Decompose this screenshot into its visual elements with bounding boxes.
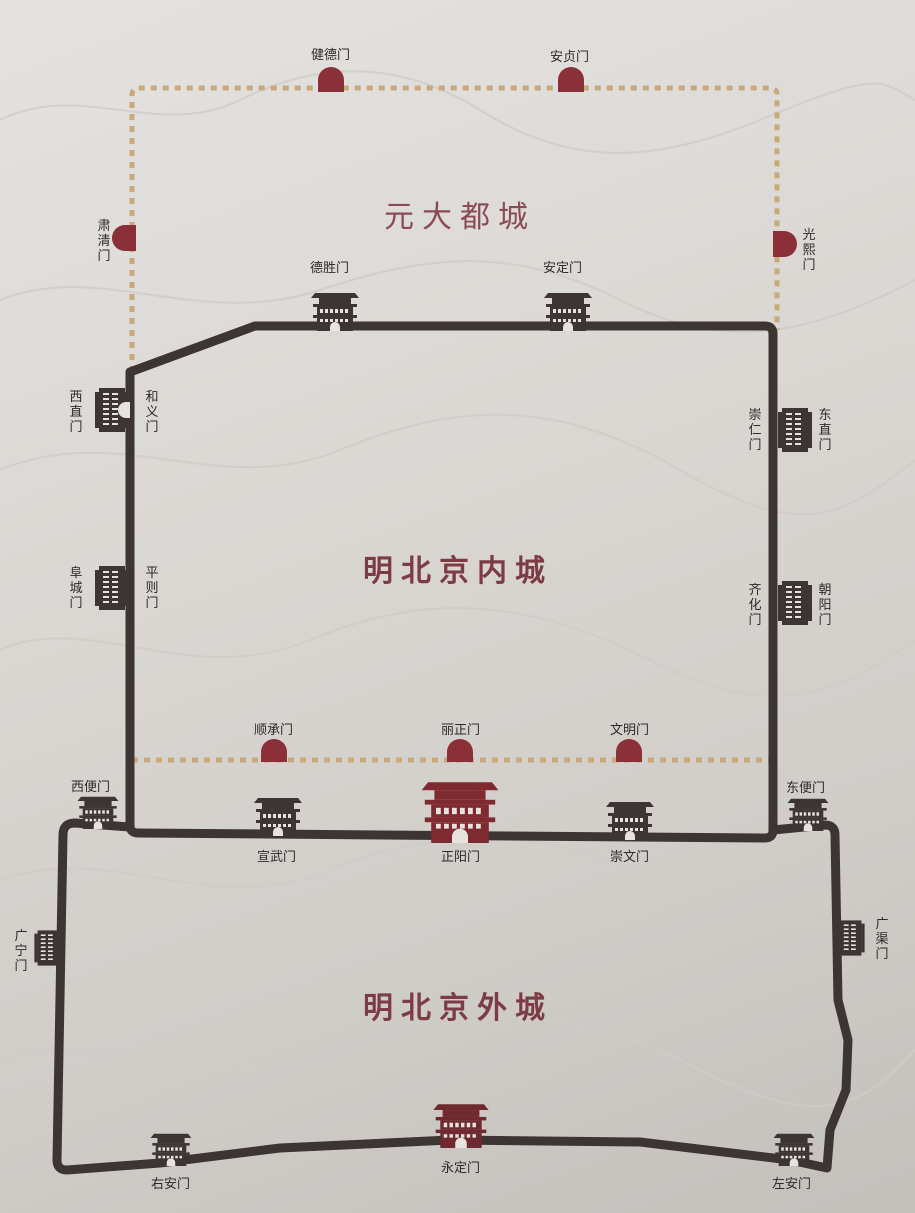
gate-shuncheng-icon	[261, 739, 287, 762]
label-anzhen-gate: 安贞门	[550, 50, 590, 65]
label-xibian-gate: 西便门	[71, 780, 111, 795]
label-xuanwu-gate: 宣武门	[257, 850, 297, 865]
gate-anding-icon	[544, 293, 592, 331]
label-guangxi-gate: 光熙门	[802, 228, 816, 273]
gate-chongwen-icon	[606, 802, 654, 840]
region-yuan-dadu: 元大都城	[384, 200, 536, 235]
region-ming-inner-city: 明北京内城	[363, 554, 553, 589]
gate-zuoan-icon	[773, 1133, 815, 1166]
gate-suqing-icon	[112, 225, 136, 251]
gate-yongding-icon	[433, 1104, 489, 1148]
label-desheng-gate: 德胜门	[310, 261, 350, 276]
label-qihua-gate: 齐化门	[748, 583, 762, 628]
outer-city-wall	[52, 818, 853, 1175]
label-dongbian-gate: 东便门	[786, 781, 826, 796]
label-wenming-gate: 文明门	[610, 723, 650, 738]
label-heyi-gate: 和义门	[145, 390, 159, 435]
label-lizheng-gate: 丽正门	[441, 723, 481, 738]
gate-youan-icon	[150, 1133, 192, 1166]
label-chongwen-gate: 崇文门	[610, 850, 650, 865]
gate-fucheng-icon	[95, 566, 129, 610]
label-yongding-gate: 永定门	[441, 1161, 481, 1176]
gate-desheng-icon	[311, 293, 359, 331]
label-guangning-gate: 广宁门	[14, 929, 28, 974]
label-zuoan-gate: 左安门	[772, 1177, 812, 1192]
label-anding-gate: 安定门	[543, 261, 583, 276]
gate-lizheng-icon	[447, 739, 473, 762]
yuan-gates	[112, 67, 797, 762]
inner-city-wall	[125, 321, 778, 843]
gate-guangning-icon	[34, 930, 62, 966]
gate-dongzhi-icon	[778, 408, 812, 452]
gate-xuanwu-icon	[254, 798, 302, 836]
label-chongren-gate: 崇仁门	[748, 408, 762, 453]
gate-wenming-icon	[616, 739, 642, 762]
label-pingze-gate: 平则门	[145, 566, 159, 611]
gate-xibian-icon	[77, 796, 119, 829]
gate-anzhen-icon	[558, 67, 584, 92]
gate-guangxi-icon	[773, 231, 797, 257]
label-xizhi-gate: 西直门	[69, 390, 83, 435]
label-zhengyang-gate: 正阳门	[441, 850, 481, 865]
gate-dongbian-icon	[787, 798, 829, 831]
label-dongzhi-gate: 东直门	[818, 408, 832, 453]
gate-xizhi-icon	[95, 388, 130, 432]
label-jiande-gate: 健德门	[311, 48, 351, 63]
label-guangqu-gate: 广渠门	[875, 917, 889, 962]
gate-chaoyang-icon	[778, 581, 812, 625]
gate-guangqu-icon	[837, 920, 865, 956]
label-shuncheng-gate: 顺承门	[254, 723, 294, 738]
region-ming-outer-city: 明北京外城	[363, 991, 553, 1026]
label-chaoyang-gate: 朝阳门	[818, 583, 832, 628]
label-youan-gate: 右安门	[151, 1177, 191, 1192]
gate-jiande-icon	[318, 67, 344, 92]
label-fucheng-gate: 阜城门	[69, 566, 83, 611]
yuan-dadu-wall	[129, 85, 780, 763]
label-suqing-gate: 肃清门	[97, 219, 111, 264]
gate-zhengyang-icon	[421, 782, 499, 843]
